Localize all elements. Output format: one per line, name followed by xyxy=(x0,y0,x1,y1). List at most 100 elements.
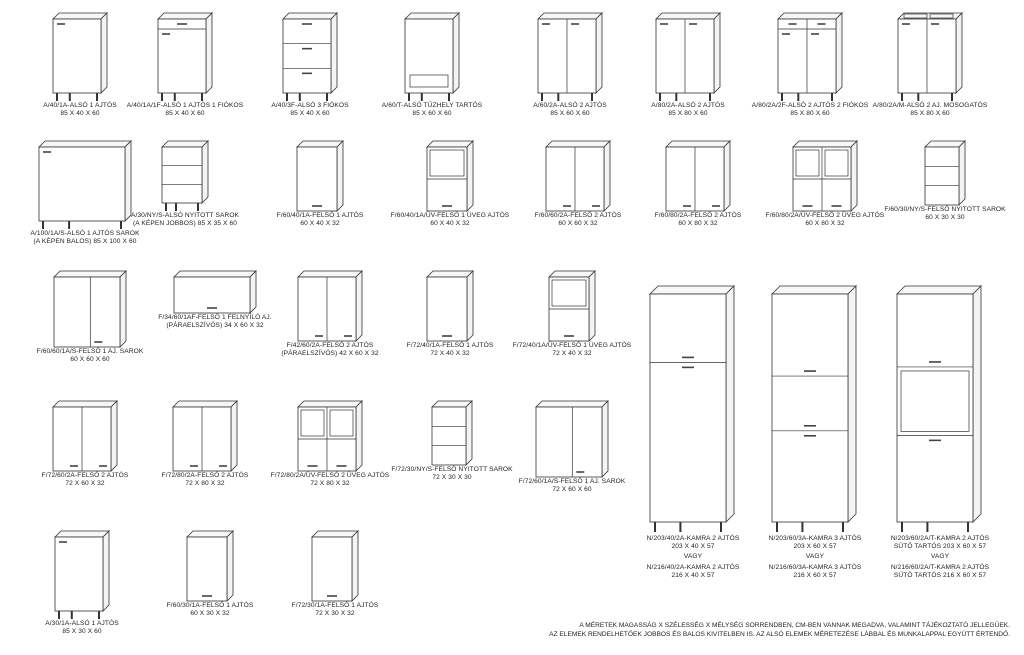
cabinet-dims: 60 X 60 X 60 xyxy=(70,356,110,364)
cabinet-code: A/80/2A/M-ALSÓ 2 AJ. MOSOGATÓS xyxy=(872,102,988,109)
cabinet-side xyxy=(835,12,843,94)
cabinet-dims: 72 X 80 X 32 xyxy=(310,480,350,488)
cabinet-drawing xyxy=(897,12,963,101)
cabinet-top xyxy=(173,270,257,278)
cabinet-side xyxy=(972,285,982,523)
cabinet-top xyxy=(186,530,234,538)
cabinet-top xyxy=(54,530,110,538)
cabinet-code: A/80/2A/2F-ALSÓ 2 AJTÓS 2 FIÓKOS xyxy=(751,102,869,109)
cabinet-side xyxy=(226,530,234,602)
glass-pane xyxy=(551,279,587,307)
cabinet-code: A/30/1A-ALSÓ 1 AJTÓS xyxy=(45,620,119,627)
cabinet-front xyxy=(431,406,467,466)
cabinet-drawing xyxy=(54,530,110,619)
cabinet-top xyxy=(924,140,966,148)
cabinet-side xyxy=(601,400,609,478)
cabinet-top xyxy=(426,270,474,278)
cabinet-side xyxy=(119,270,127,348)
sink-basin xyxy=(903,13,928,19)
cabinet-side xyxy=(330,12,338,94)
cabinet-top xyxy=(297,270,363,278)
cabinet-front xyxy=(535,406,603,478)
cabinet-drawing xyxy=(924,140,966,206)
cabinet-side xyxy=(355,270,363,342)
cabinet-dims: 85 X 80 X 60 xyxy=(668,110,708,118)
cabinet-code: F/60/60/1A/S-FELSŐ 1 AJ. SAROK xyxy=(36,348,144,355)
tall-alt-dims: 216 X 40 X 57 xyxy=(671,571,715,579)
cabinet-code: F/60/40/1A/ÜV-FELSŐ 1 ÜVEG AJTÓS xyxy=(390,212,510,219)
cabinet-top xyxy=(545,140,611,148)
cabinet-code: F/60/30/NY/S-FELSŐ NYITOTT SAROK xyxy=(884,206,1006,213)
cabinet-code: A/100/1A/S-ALSÓ 1 AJTÓS SAROK xyxy=(30,230,140,237)
cabinet-dims: 60 X 40 X 32 xyxy=(430,220,470,228)
cabinet-side xyxy=(355,400,363,472)
cabinet-side xyxy=(588,270,596,342)
cabinet-dims: (A KÉPEN JOBBOS) 85 X 35 X 60 xyxy=(132,220,238,228)
cabinet-code: F/72/40/1A/ÜV-FELSŐ 1 ÜVEG AJTÓS xyxy=(512,342,632,349)
cabinet-side xyxy=(955,12,963,94)
cabinet-drawing xyxy=(311,530,359,602)
cabinet-item: F/42/60/2A-FELSŐ 2 AJTÓS(PÁRAELSZÍVÓS) 4… xyxy=(270,270,390,358)
cabinet-code: F/60/60/2A-FELSŐ 2 AJTÓS xyxy=(534,212,622,219)
cabinet-drawing xyxy=(53,270,127,348)
cabinet-dims: 85 X 40 X 60 xyxy=(165,110,205,118)
glass-pane xyxy=(329,409,354,437)
cabinet-front xyxy=(771,293,849,523)
note-line-1: A MÉRETEK MAGASSÁG X SZÉLESSÉG X MÉLYSÉG… xyxy=(579,622,1010,629)
cabinet-drawing xyxy=(404,12,460,101)
tall-alt-code: N/216/60/2A/T-KAMRA 2 AJTÓS xyxy=(890,563,990,571)
cabinet-drawing xyxy=(161,140,209,211)
cabinet-code: F/72/30/1A-FELSŐ 1 AJTÓS xyxy=(291,602,379,609)
cabinet-dims: 85 X 60 X 60 xyxy=(412,110,452,118)
cabinet-top xyxy=(404,12,460,20)
cabinet-dims: 85 X 40 X 60 xyxy=(60,110,100,118)
cabinet-side xyxy=(452,12,460,94)
tall-or: VAGY xyxy=(805,553,825,561)
cabinet-top xyxy=(52,12,108,20)
cabinet-code: A/60/T-ALSÓ TŰZHELY TARTÓS xyxy=(381,102,483,109)
cabinet-drawing xyxy=(535,400,609,478)
cabinet-code: F/42/60/2A-FELSŐ 2 AJTÓS xyxy=(286,342,374,349)
cabinet-front xyxy=(52,18,102,94)
cabinet-caption: F/42/60/2A-FELSŐ 2 AJTÓS(PÁRAELSZÍVÓS) 4… xyxy=(281,342,378,358)
cabinet-top xyxy=(172,400,238,408)
cabinet-drawing xyxy=(431,400,473,466)
cabinet-dims: 72 X 40 X 32 xyxy=(552,350,592,358)
tall-dims: SÜTŐ TARTÓS 203 X 60 X 57 xyxy=(893,543,987,551)
cabinet-dims: (A KÉPEN BALOS) 85 X 100 X 60 xyxy=(33,238,137,246)
cabinet-dims: 85 X 80 X 60 xyxy=(790,110,830,118)
cabinet-code: F/60/80/2A-FELSŐ 2 AJTÓS xyxy=(654,212,742,219)
cabinet-dims: 60 X 30 X 30 xyxy=(925,214,965,222)
tall-dims: 203 X 40 X 57 xyxy=(671,543,715,551)
cabinet-front xyxy=(924,146,960,206)
tall-cabinet-drawing xyxy=(771,285,857,532)
cabinet-drawing xyxy=(52,400,118,472)
cabinet-drawing xyxy=(792,140,858,212)
